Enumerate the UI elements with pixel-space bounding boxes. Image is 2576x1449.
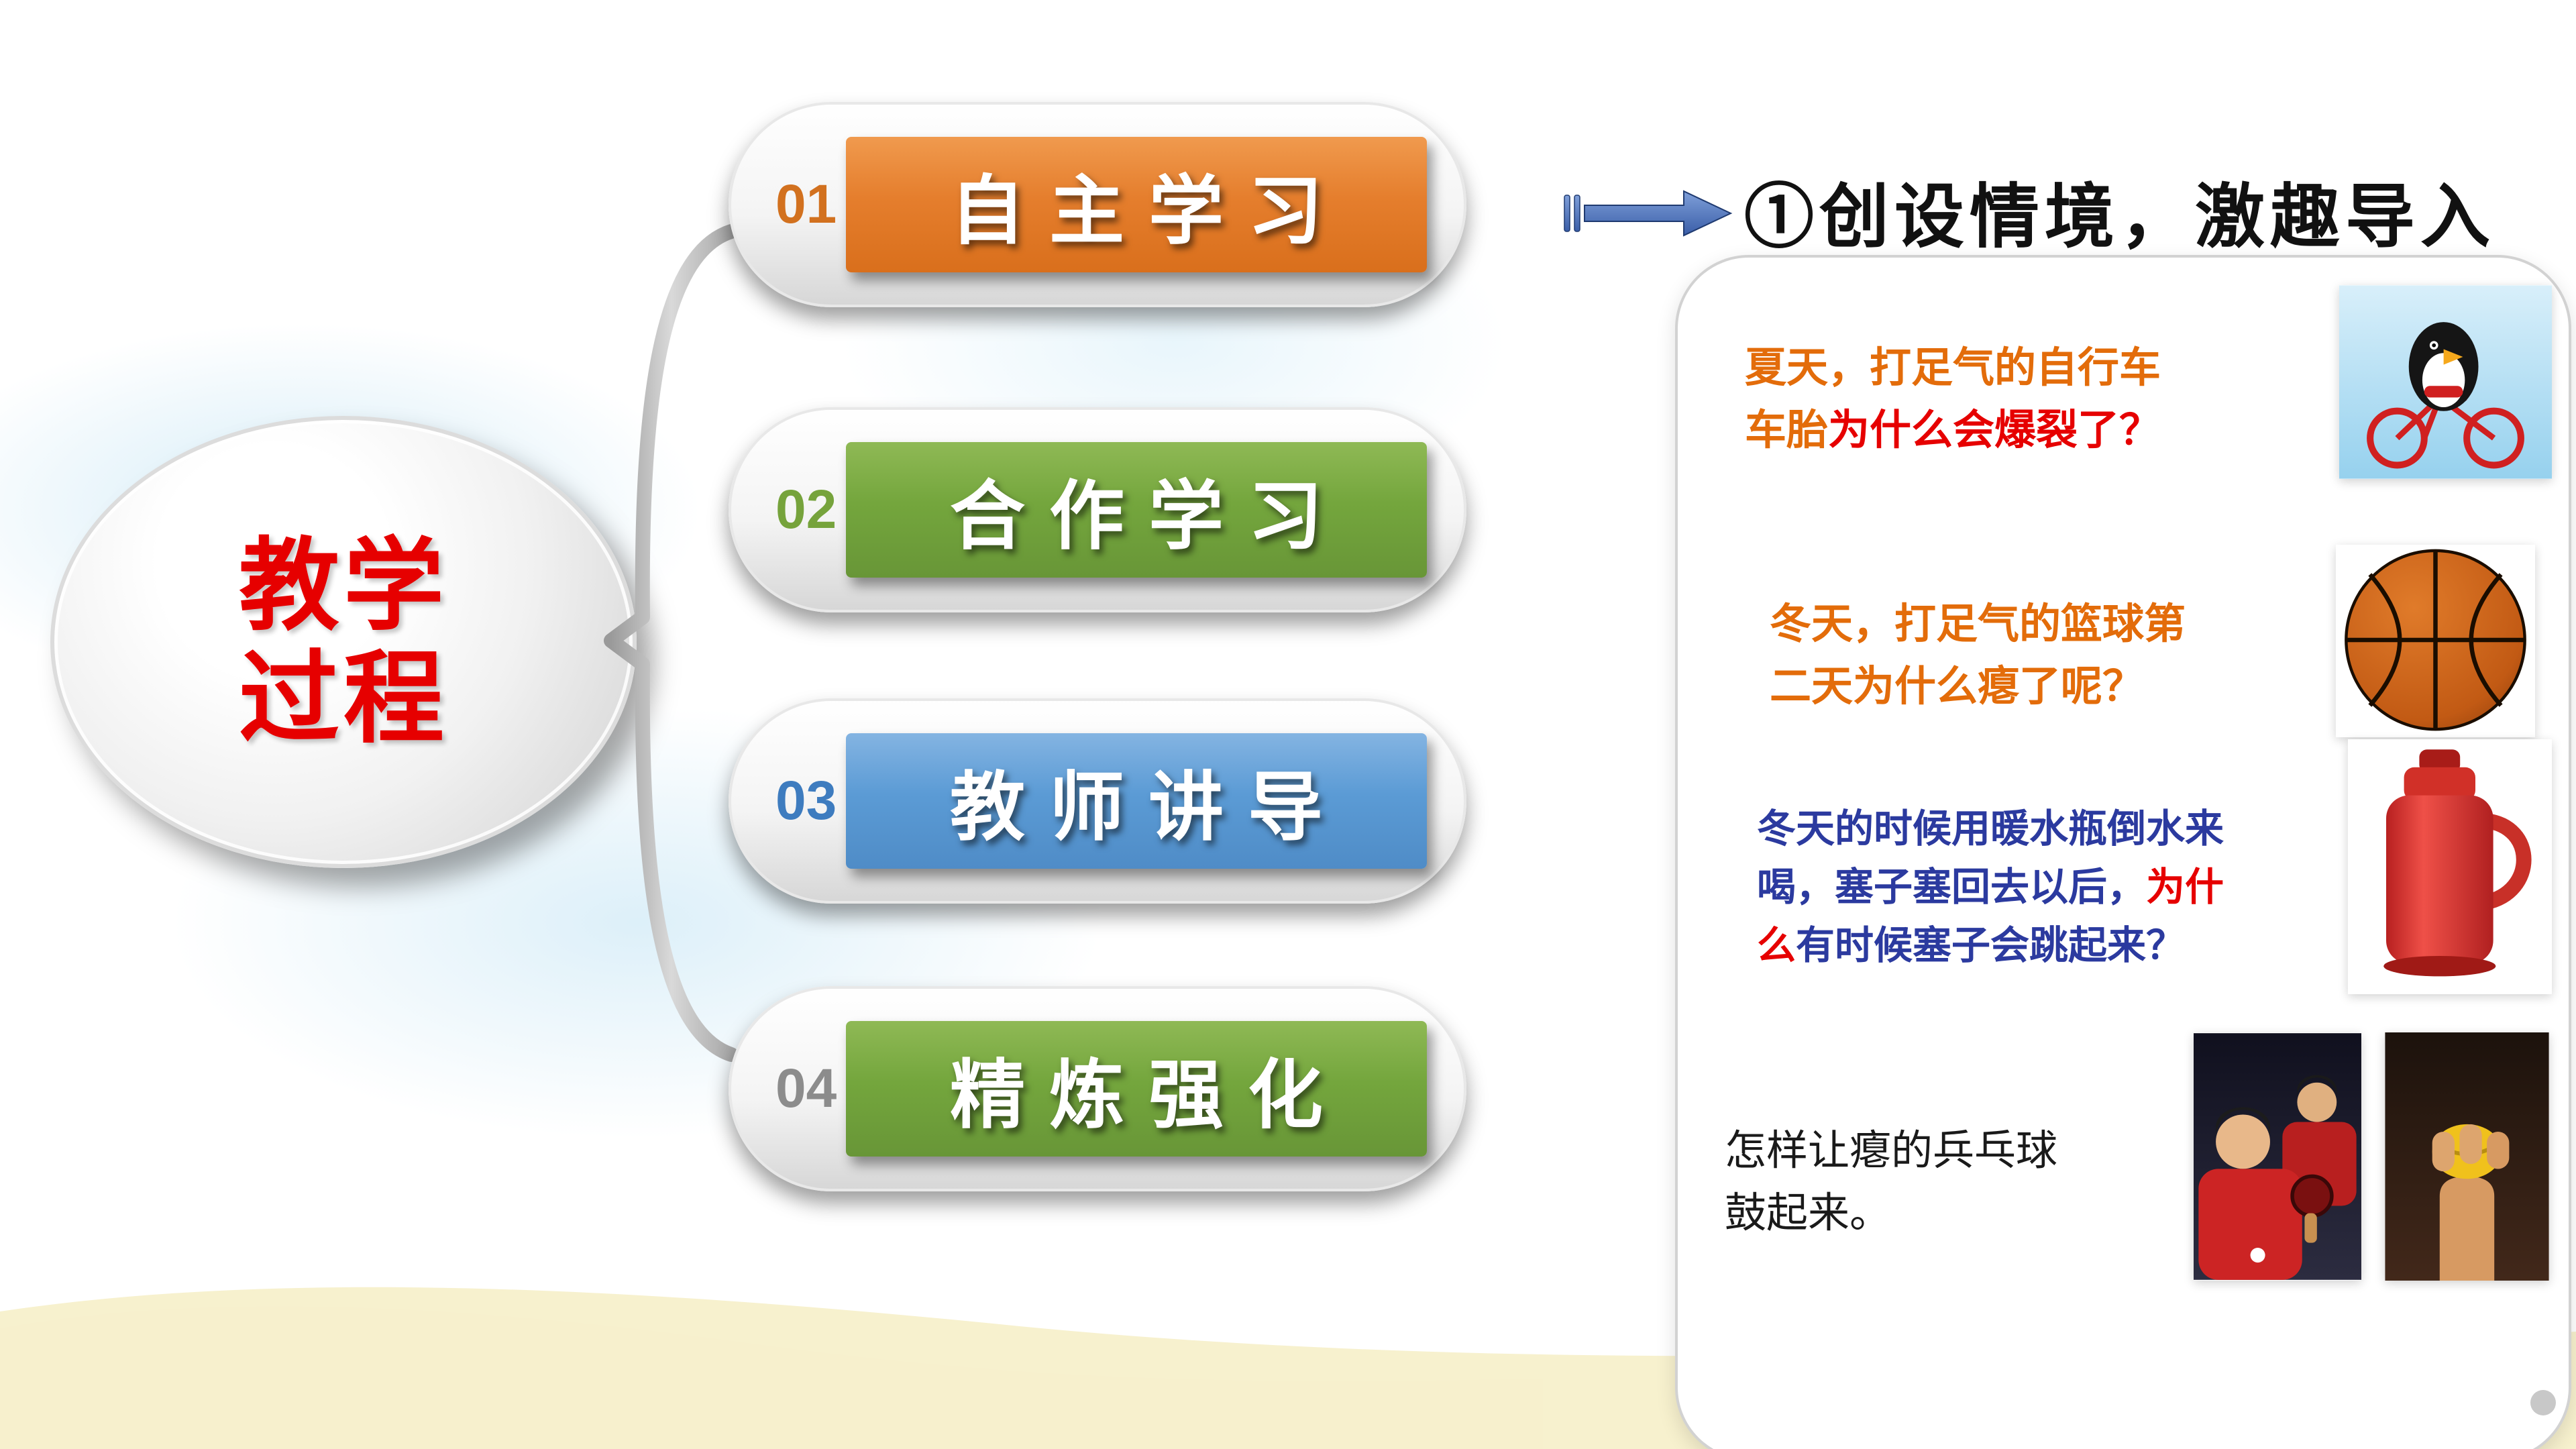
question-1-line1: 夏天，打足气的自行车 bbox=[1745, 345, 2161, 391]
decorative-dot bbox=[2530, 1390, 2556, 1415]
step-number-3: 03 bbox=[775, 770, 837, 831]
step-label-2: 合作学习 bbox=[950, 474, 1347, 558]
question-3: 冬天的时候用暖水瓶倒水来 喝，塞子塞回去以后，为什 么有时候塞子会跳起来？ bbox=[1757, 800, 2224, 975]
step-bar-4: 精炼强化 bbox=[846, 1021, 1427, 1157]
section-title: ①创设情境，激趣导入 bbox=[1744, 178, 2496, 256]
step-number-2: 02 bbox=[775, 479, 837, 540]
question-2-line1: 冬天，打足气的篮球第 bbox=[1770, 601, 2186, 647]
step-label-1: 自主学习 bbox=[950, 169, 1347, 253]
hand-squeezing-ball-image bbox=[2385, 1032, 2549, 1281]
step-item-1: 01 自主学习 bbox=[729, 102, 1466, 307]
step-bar-2: 合作学习 bbox=[846, 442, 1427, 578]
question-4: 怎样让瘪的兵乓球 鼓起来。 bbox=[1725, 1120, 2057, 1244]
bracket-connector bbox=[604, 224, 739, 1062]
step-bar-3: 教师讲导 bbox=[846, 733, 1427, 869]
question-1: 夏天，打足气的自行车 车胎为什么会爆裂了？ bbox=[1745, 337, 2161, 462]
thermos-flask-image bbox=[2348, 739, 2552, 994]
step-item-4: 04 精炼强化 bbox=[729, 986, 1466, 1191]
step-label-3: 教师讲导 bbox=[950, 765, 1347, 849]
step-number-1: 01 bbox=[775, 174, 837, 235]
question-4-line1: 怎样让瘪的兵乓球 bbox=[1725, 1128, 2058, 1174]
step-label-4: 精炼强化 bbox=[950, 1053, 1347, 1137]
step-number-4: 04 bbox=[775, 1058, 837, 1119]
question-2: 冬天，打足气的篮球第 二天为什么瘪了呢？ bbox=[1770, 593, 2186, 718]
content-panel: 夏天，打足气的自行车 车胎为什么会爆裂了？ 冬天，打足气的篮球第 二天为什么瘪了… bbox=[1675, 255, 2571, 1449]
highlight-text: 么 bbox=[1757, 924, 1796, 967]
highlight-text: 为什 bbox=[2146, 865, 2224, 909]
basketball-image bbox=[2336, 545, 2535, 737]
step-item-2: 02 合作学习 bbox=[729, 407, 1466, 612]
step-item-3: 03 教师讲导 bbox=[729, 698, 1466, 904]
question-3-line2: 喝，塞子塞回去以后，为什 bbox=[1757, 865, 2224, 909]
question-2-line2: 二天为什么瘪了呢？ bbox=[1770, 663, 2145, 710]
ellipse-text-line2: 过程 bbox=[238, 642, 448, 755]
question-1-line2: 车胎为什么会爆裂了？ bbox=[1745, 407, 2161, 453]
highlight-text: 为什么会爆裂了？ bbox=[1828, 407, 2161, 453]
question-3-line1: 冬天的时候用暖水瓶倒水来 bbox=[1757, 807, 2224, 851]
ellipse-text-line1: 教学 bbox=[238, 529, 448, 642]
step-bar-1: 自主学习 bbox=[846, 137, 1427, 272]
question-3-line3: 么有时候塞子会跳起来？ bbox=[1757, 924, 2186, 967]
table-tennis-players-image bbox=[2194, 1033, 2361, 1280]
right-arrow-icon bbox=[1564, 190, 1733, 237]
penguin-bicycle-image bbox=[2339, 285, 2552, 479]
teaching-process-ellipse: 教学 过程 bbox=[50, 416, 637, 868]
question-4-line2: 鼓起来。 bbox=[1725, 1190, 1892, 1236]
